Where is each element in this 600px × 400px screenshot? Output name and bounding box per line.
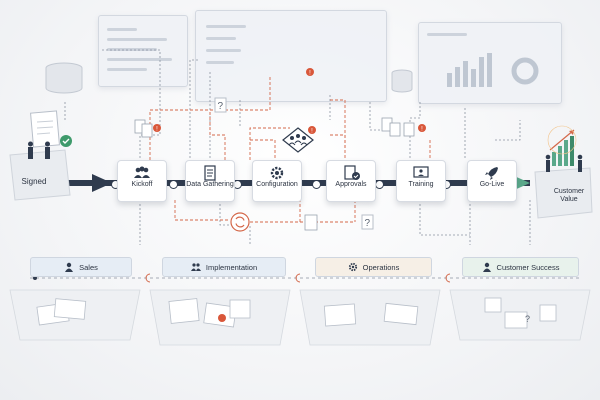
timeline-node	[312, 180, 321, 189]
start-label: Signed	[21, 177, 47, 186]
step-kickoff[interactable]: Kickoff	[117, 160, 167, 202]
step-approvals[interactable]: Approvals	[326, 160, 376, 202]
svg-text:?: ?	[525, 314, 530, 324]
team-icon	[190, 263, 201, 271]
dashboard-screen-middle	[195, 10, 387, 102]
customer-value-illustration	[534, 125, 593, 219]
timeline-node	[169, 180, 178, 189]
step-data-gathering[interactable]: Data Gathering	[185, 160, 235, 202]
step-label: Configuration	[256, 181, 298, 188]
dashboard-screen-right	[418, 22, 562, 104]
dashboard-screen-left	[98, 15, 188, 87]
step-label: Approvals	[335, 181, 367, 188]
svg-text:!: !	[156, 127, 158, 133]
database-icon-right	[391, 69, 413, 93]
end-label: Customer Value	[553, 188, 585, 203]
svg-text:!: !	[421, 127, 423, 133]
gear-icon	[348, 262, 357, 272]
alert-icons: !! !!	[153, 68, 426, 135]
gear-icon	[270, 166, 284, 180]
svg-text:?: ?	[218, 101, 224, 112]
rocket-icon	[485, 167, 498, 180]
refresh-icon	[230, 212, 250, 232]
svg-text:!: !	[309, 71, 311, 77]
dept-operations[interactable]: Operations	[315, 257, 432, 277]
dept-label: Customer Success	[496, 262, 560, 272]
step-configuration[interactable]: Configuration	[252, 160, 302, 202]
presentation-icon	[413, 166, 429, 178]
dept-label: Implementation	[205, 262, 258, 272]
team-icon	[134, 166, 150, 178]
person-icon	[65, 262, 74, 272]
timeline-node	[375, 180, 384, 189]
hub-diamond-icon	[282, 127, 314, 153]
person-icon	[482, 262, 491, 272]
dept-label: Operations	[362, 262, 400, 272]
svg-text:!: !	[311, 129, 313, 135]
signed-contract-illustration	[9, 110, 72, 201]
dept-customer-success[interactable]: Customer Success	[462, 257, 579, 277]
question-icon-lower: ?	[525, 314, 530, 324]
dept-label: Sales	[79, 262, 98, 272]
step-training[interactable]: Training	[396, 160, 446, 202]
svg-text:?: ?	[365, 218, 371, 229]
dept-implementation[interactable]: Implementation	[162, 257, 286, 277]
database-icon-left	[45, 62, 83, 94]
step-label: Data Gathering	[186, 181, 234, 188]
step-label: Go-Live	[479, 181, 505, 188]
document-icon	[204, 165, 216, 181]
step-label: Training	[408, 181, 434, 188]
question-icons: ? ?	[214, 97, 374, 230]
dept-sales[interactable]: Sales	[30, 257, 132, 277]
approval-icon	[344, 165, 360, 180]
step-label: Kickoff	[131, 181, 153, 188]
step-go-live[interactable]: Go-Live	[467, 160, 517, 202]
